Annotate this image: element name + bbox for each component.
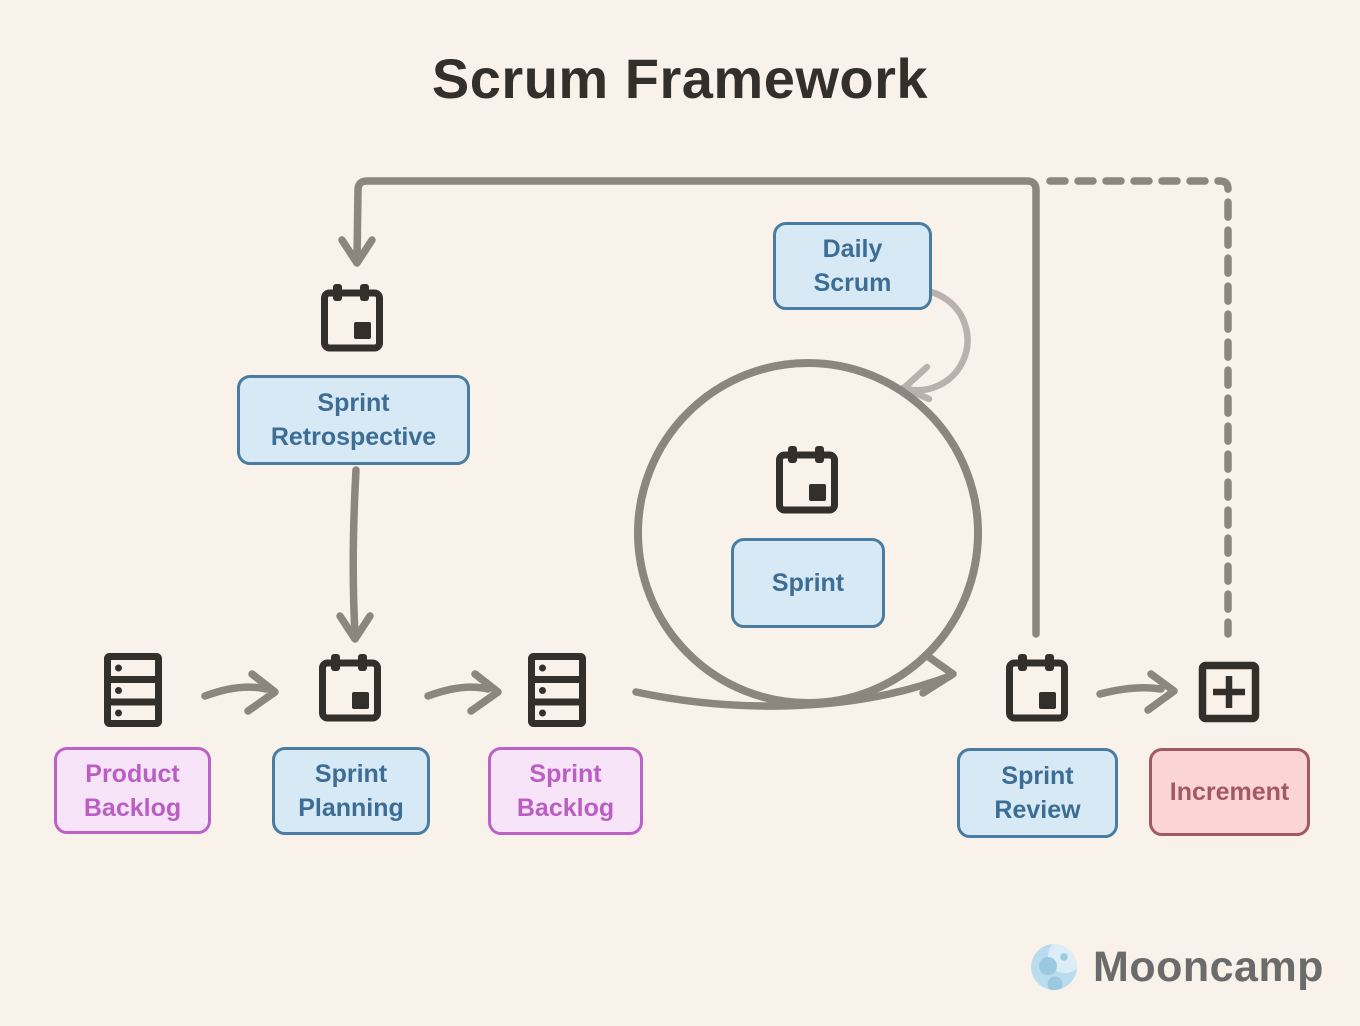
node-label-line: Backlog (516, 794, 615, 822)
edge-review-to-increment-dashed (1046, 177, 1232, 638)
node-label-line: Retrospective (270, 423, 437, 451)
node-label-line: Sprint (1001, 762, 1074, 790)
plus-square-icon (1198, 661, 1260, 723)
edge-planning-to-backlog-arrow (424, 670, 502, 715)
node-label-line: Daily (822, 235, 883, 263)
edge-retrospective-to-planning-arrow (336, 466, 374, 643)
backlog-stack-icon (528, 653, 586, 727)
node-daily-scrum: Daily Scrum (773, 222, 932, 310)
node-sprint-retrospective: Sprint Retrospective (237, 375, 470, 465)
node-label-line: Product (85, 759, 180, 788)
logo-wordmark: Mooncamp (1093, 942, 1324, 991)
calendar-icon (321, 284, 383, 352)
node-label-line: Sprint (314, 760, 388, 788)
moon-icon (1031, 944, 1077, 990)
node-product-backlog: Product Backlog (54, 747, 211, 834)
node-label-line: Increment (1169, 778, 1290, 806)
node-label-line: Review (994, 796, 1081, 824)
edge-review-to-increment-arrow (1096, 670, 1178, 714)
node-label-line: Sprint (529, 760, 602, 788)
node-label-line: Scrum (813, 269, 892, 297)
node-increment: Increment (1149, 748, 1310, 836)
edge-product-to-planning-arrow (201, 670, 279, 715)
page-title: Scrum Framework (431, 47, 929, 110)
edge-review-to-retrospective-arrow (338, 177, 1040, 638)
node-sprint-backlog: Sprint Backlog (488, 747, 643, 835)
node-label-line: Backlog (83, 793, 182, 822)
mooncamp-logo: Mooncamp (1028, 941, 1324, 993)
node-sprint: Sprint (731, 538, 885, 628)
backlog-stack-icon (104, 653, 162, 727)
calendar-icon (776, 446, 838, 514)
node-sprint-planning: Sprint Planning (272, 747, 430, 835)
node-label-line: Sprint (317, 389, 390, 417)
node-sprint-review: Sprint Review (957, 748, 1118, 838)
node-label-line: Planning (298, 794, 404, 822)
calendar-icon (1006, 654, 1068, 722)
node-label-line: Sprint (771, 569, 845, 597)
calendar-icon (319, 654, 381, 722)
edge-backlog-to-review-arrow (632, 651, 957, 710)
